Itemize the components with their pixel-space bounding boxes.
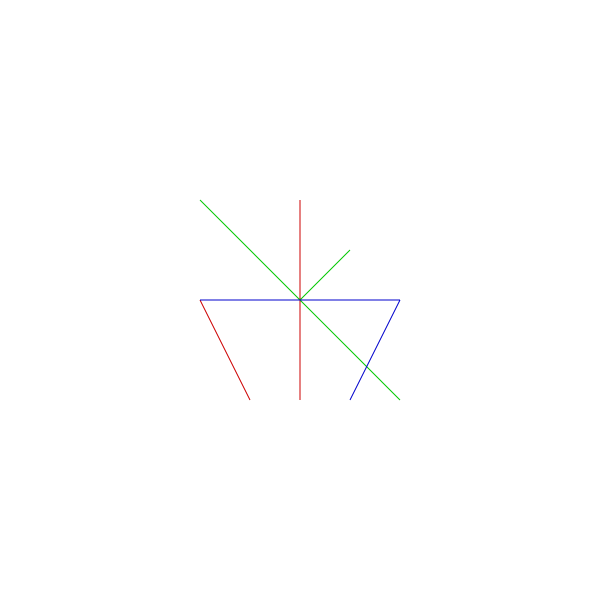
blue-diagonal-line	[349, 299, 401, 401]
red-diagonal-line	[199, 299, 251, 401]
green-short-diagonal-line	[299, 249, 351, 301]
